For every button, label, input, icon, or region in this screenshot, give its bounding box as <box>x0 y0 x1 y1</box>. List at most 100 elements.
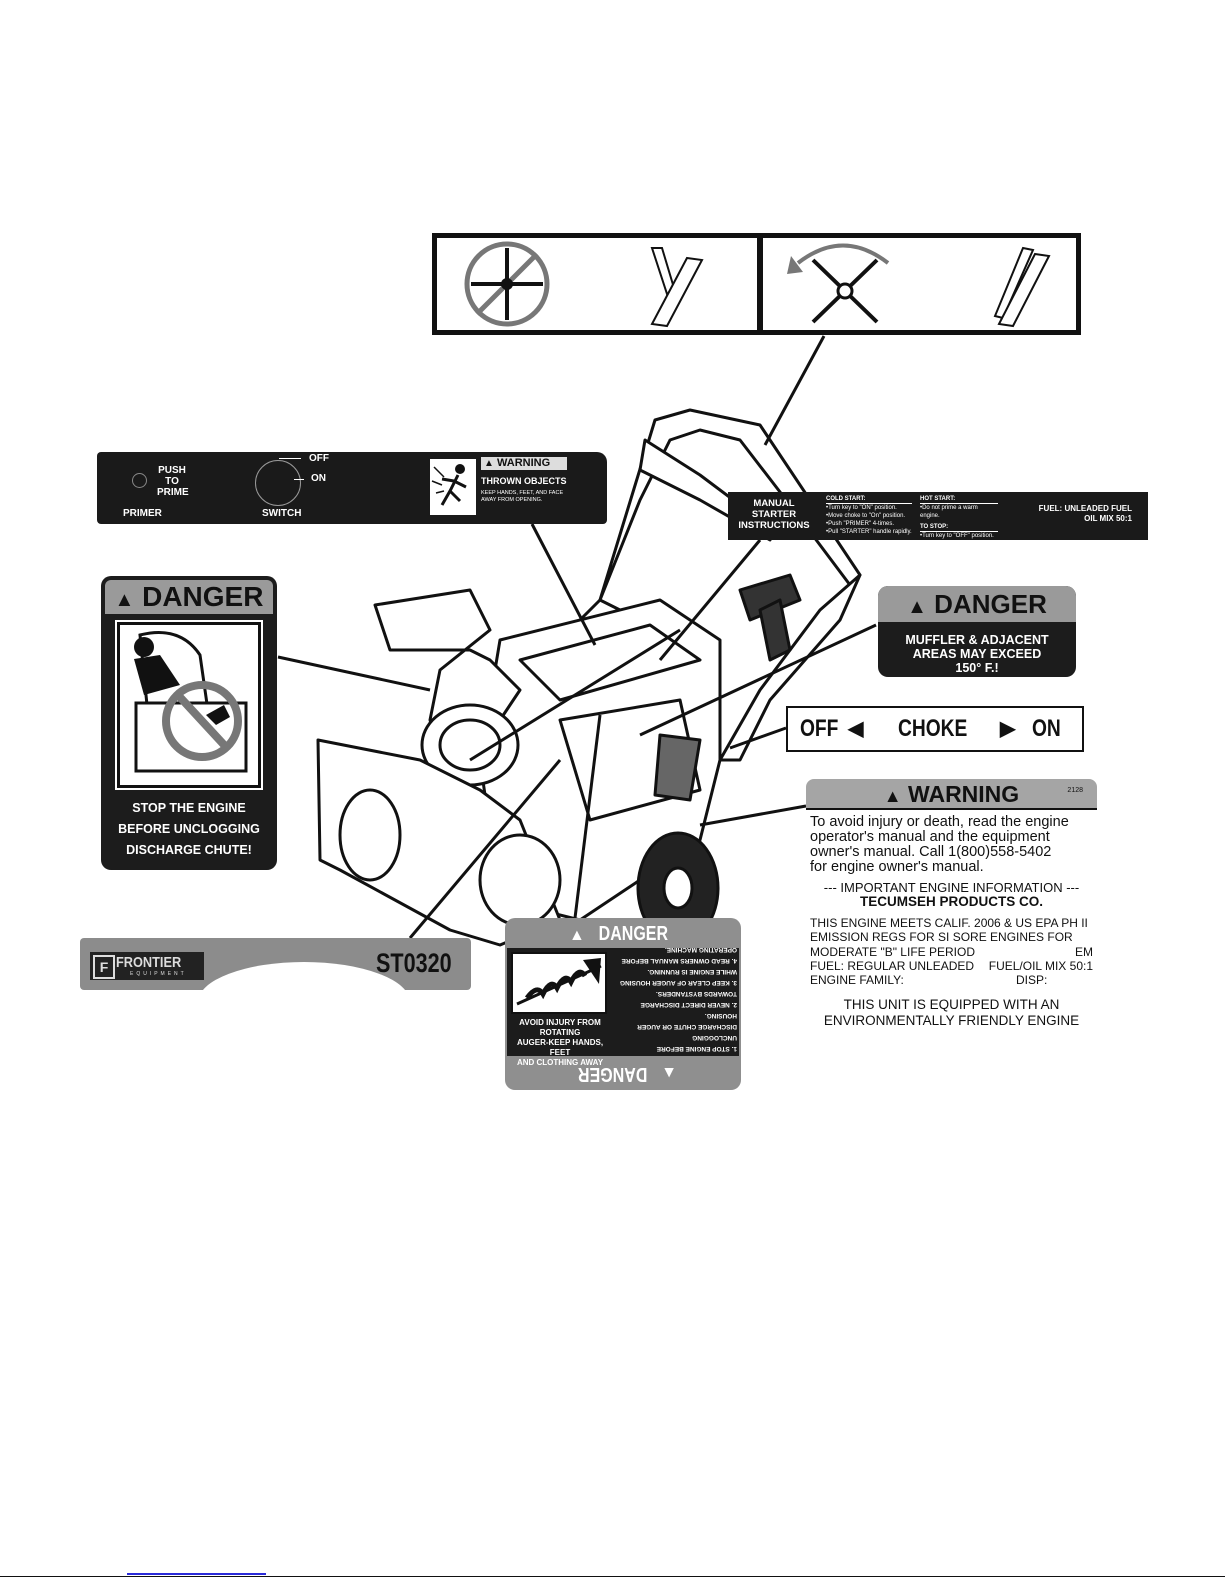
off-label: OFF <box>309 453 329 464</box>
tecumseh-warning-decal: ▲ WARNING 2128 To avoid injury or death,… <box>806 779 1097 1041</box>
warning-line-4: for engine owner's manual. <box>810 859 984 875</box>
keep-hands-text-1: KEEP HANDS, FEET, AND FACE <box>481 490 564 496</box>
starter-icon-panel <box>432 233 1081 335</box>
no-rotation-icon <box>464 241 704 328</box>
danger-heading: DANGER <box>142 581 264 612</box>
danger-triangle-icon: ▲ <box>907 596 927 618</box>
switch-label: SWITCH <box>262 508 302 519</box>
auger-icon <box>511 952 607 1014</box>
warning-line-1: To avoid injury or death, read the engin… <box>810 814 1069 830</box>
hand-in-chute-icon <box>115 620 263 790</box>
on-label: ON <box>311 473 326 484</box>
primer-button-icon <box>132 473 147 488</box>
footer-rule <box>0 1576 1225 1577</box>
em-label: EM <box>1075 945 1093 959</box>
engine-off-panel <box>437 238 763 330</box>
frontier-logo: F FRONTIER EQUIPMENT <box>90 952 204 980</box>
auger-danger-heading: DANGER <box>599 923 669 945</box>
frontier-model-decal: F FRONTIER EQUIPMENT ST0320 <box>80 938 471 1042</box>
frontier-model: ST0320 <box>376 948 452 978</box>
danger-chute-line-2: BEFORE UNCLOGGING <box>118 822 260 836</box>
auger-rule-2: DISCHARGE CHUTE OR AUGER <box>637 1023 737 1030</box>
starter-title-2: STARTER <box>751 509 797 520</box>
decal-cutout <box>198 962 410 1042</box>
warning-label: WARNING <box>497 457 551 469</box>
keep-hands-text-2: AWAY FROM OPENING. <box>481 497 543 503</box>
auger-rule-7: WHILE ENGINE IS RUNNING. <box>647 968 737 975</box>
auger-rule-8: 4. READ OWNERS MANUAL BEFORE <box>621 957 737 964</box>
cold-start-item-3: •Push "PRIMER" 4-times. <box>826 521 895 527</box>
fuel-regular: FUEL: REGULAR UNLEADED <box>810 959 975 973</box>
danger-triangle-icon: ▲ <box>661 1064 678 1081</box>
danger-chute-line-3: DISCHARGE CHUTE! <box>126 843 252 857</box>
choke-off-label: OFF <box>800 715 839 742</box>
danger-triangle-icon: ▲ <box>114 589 135 611</box>
fuel-text-1: FUEL: UNLEADED FUEL <box>1038 504 1132 513</box>
hot-start-item: •Do not prime a warm engine. <box>920 505 978 519</box>
off-tick <box>279 458 301 459</box>
warning-code: 2128 <box>1067 787 1083 794</box>
frontier-brand: FRONTIER <box>116 954 182 971</box>
auger-avoid-2: AUGER-KEEP HANDS, FEET <box>516 1038 604 1057</box>
fuel-text-2: OIL MIX 50:1 <box>1084 514 1132 523</box>
muffler-line-2: AREAS MAY EXCEED <box>912 647 1042 661</box>
thrown-objects-text: THROWN OBJECTS <box>481 476 567 486</box>
auger-rule-5: TOWARDS BYSTANDERS. <box>655 990 737 997</box>
thrown-objects-icon <box>430 459 476 515</box>
starter-title-1: MANUAL <box>753 498 795 509</box>
frontier-f-icon: F <box>93 955 115 979</box>
footer-link-underline[interactable] <box>127 1573 266 1575</box>
warning-triangle-icon: ▲ <box>484 458 494 469</box>
warning-line-3: owner's manual. Call 1(800)558-5402 <box>810 844 1052 860</box>
key-switch-icon <box>255 460 301 506</box>
cold-start-head: COLD START: <box>826 495 912 504</box>
auger-danger-decal: ▲ DANGER AVOID INJURY FROM ROTATING AUGE… <box>505 918 741 1090</box>
primer-switch-decal: PUSH TO PRIME PRIMER OFF ON SWITCH ▲ WAR… <box>97 452 607 524</box>
choke-on-label: ON <box>1032 715 1061 742</box>
warning-banner: ▲ WARNING <box>481 457 567 470</box>
warning-heading: WARNING <box>908 781 1020 807</box>
muffler-line-3: 150° F.! <box>955 661 999 675</box>
on-tick <box>294 479 304 480</box>
cold-start-item-4: •Pull "STARTER" handle rapidly. <box>826 529 912 535</box>
engine-on-panel <box>763 238 1083 330</box>
engine-line-2: EMISSION REGS FOR SI SORE ENGINES FOR <box>810 930 1073 944</box>
auger-danger-bottom: DANGER <box>577 1063 647 1085</box>
arrow-left-icon: ◀ <box>848 718 864 740</box>
fuel-oil-mix: FUEL/OIL MIX 50:1 <box>988 959 1093 973</box>
auger-rule-6: 3. KEEP CLEAR OF AUGER HOUSING <box>619 979 737 986</box>
starter-title-3: INSTRUCTIONS <box>738 520 810 531</box>
danger-triangle-icon: ▲ <box>568 927 585 944</box>
auger-rule-3: HOUSING. <box>704 1012 737 1019</box>
auger-avoid-3: AND CLOTHING AWAY <box>516 1058 604 1067</box>
tecumseh-company: TECUMSEH PRODUCTS CO. <box>859 894 1043 909</box>
auger-rule-1: 1. STOP ENGINE BEFORE UNCLOGGING <box>656 1034 737 1052</box>
moderate-life: MODERATE "B" LIFE PERIOD <box>810 945 975 959</box>
hot-start-head: HOT START: <box>920 495 998 504</box>
primer-label: PRIMER <box>123 508 162 519</box>
danger-unclog-decal: ▲ DANGER STOP THE ENGINE BEFORE UNCLOGGI… <box>101 576 277 870</box>
rotation-arrow-icon <box>787 243 1051 328</box>
cold-start-item-2: •Move choke to "On" position. <box>826 513 906 519</box>
push-text: PUSH <box>158 465 186 476</box>
cold-start-item-1: •Turn key to "ON" position. <box>826 505 897 511</box>
danger-chute-line-1: STOP THE ENGINE <box>132 801 246 815</box>
warning-line-2: operator's manual and the equipment <box>810 829 1050 845</box>
muffler-line-1: MUFFLER & ADJACENT <box>905 633 1049 647</box>
muffler-danger-decal: ▲ DANGER MUFFLER & ADJACENT AREAS MAY EX… <box>878 586 1076 677</box>
unit-line-2: ENVIRONMENTALLY FRIENDLY ENGINE <box>823 1013 1080 1028</box>
auger-avoid-1: AVOID INJURY FROM ROTATING <box>519 1018 601 1037</box>
frontier-sub: EQUIPMENT <box>130 971 187 977</box>
to-stop-item: •Turn key to "OFF" position. <box>920 533 994 539</box>
arrow-right-icon: ▶ <box>1000 718 1016 740</box>
choke-label: CHOKE <box>898 715 968 742</box>
auger-rule-4: 2. NEVER DIRECT DISCHARGE <box>640 1001 737 1008</box>
engine-line-1: THIS ENGINE MEETS CALIF. 2006 & US EPA P… <box>810 916 1088 930</box>
auger-rule-9: OPERATING MACHINE. <box>664 946 737 953</box>
muffler-danger-heading: DANGER <box>934 589 1047 619</box>
important-engine-info: --- IMPORTANT ENGINE INFORMATION --- <box>823 880 1080 895</box>
unit-line-1: THIS UNIT IS EQUIPPED WITH AN <box>843 997 1060 1012</box>
choke-decal: OFF ◀ CHOKE ▶ ON <box>786 706 1084 752</box>
to-stop-head: TO STOP: <box>920 523 998 532</box>
